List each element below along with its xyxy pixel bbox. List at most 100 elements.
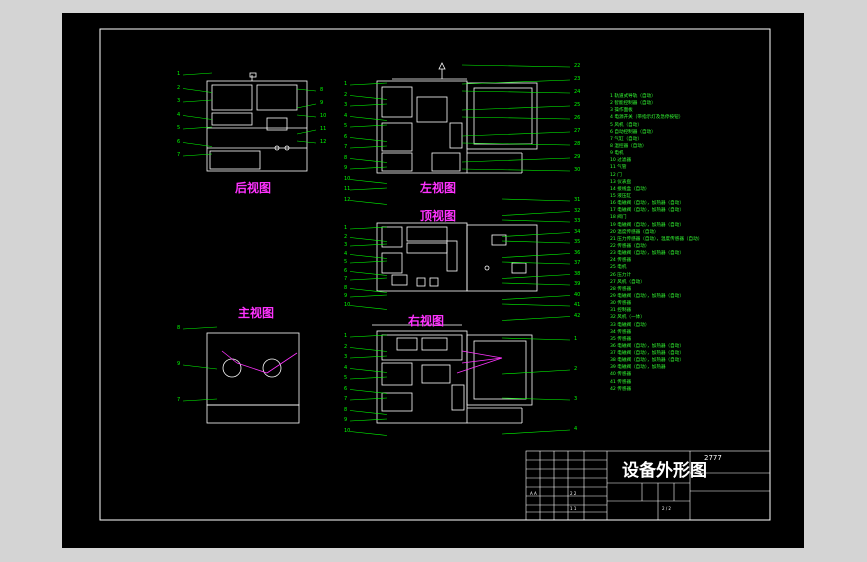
drawing-code: 2777	[704, 454, 722, 462]
legend-item: 26 压力计	[610, 272, 632, 278]
legend-item: 4 电源开关（带指示灯及急停按钮）	[610, 115, 684, 121]
legend-item: 19 电磁阀（自动），加热器（自动）	[610, 222, 684, 228]
leader-line	[349, 376, 388, 380]
callout-number: 7	[344, 396, 348, 402]
callout-number: 10	[320, 113, 327, 119]
callout-number: 1	[344, 81, 348, 87]
leader-line	[501, 295, 571, 300]
leader-line	[296, 103, 317, 109]
view-title-left: 左视图	[420, 181, 457, 195]
title-block-cell-a: A A	[530, 491, 537, 496]
callout-number: 29	[574, 154, 581, 160]
leader-line	[461, 116, 571, 120]
callout-number: 34	[574, 228, 581, 235]
leader-line	[461, 157, 571, 163]
callout-number: 33	[574, 218, 581, 224]
callout-number: 1	[574, 336, 578, 342]
legend-item: 5 风机（自动）	[610, 122, 642, 128]
callout-number: 3	[177, 98, 181, 104]
callout-number: 22	[574, 63, 581, 69]
callout-number: 26	[574, 115, 581, 121]
legend-item: 22 传感器（自动）	[610, 243, 650, 249]
callout-number: 2	[344, 233, 348, 240]
callout-number: 4	[177, 111, 181, 118]
legend-item: 25 电机	[610, 265, 627, 271]
leader-line	[349, 288, 388, 293]
leader-line	[461, 90, 571, 94]
leader-line	[349, 347, 388, 352]
leader-line	[461, 168, 571, 172]
leader-line	[461, 131, 571, 137]
leader-line	[349, 179, 388, 184]
callout-number: 3	[344, 354, 348, 360]
leader-line	[501, 274, 571, 279]
leader-line	[182, 126, 213, 130]
leader-line	[461, 64, 571, 68]
leader-line	[182, 398, 218, 402]
legend-item: 13 仪表盘	[610, 179, 632, 185]
callout-number: 27	[574, 128, 581, 134]
leader-line	[349, 158, 388, 163]
leader-line	[501, 369, 571, 375]
callout-number: 9	[344, 165, 348, 171]
callout-number: 10	[344, 301, 351, 308]
legend-item: 38 电磁阀（自动），加热器（自动）	[610, 358, 684, 364]
title-block-cell-b: 2 2	[570, 491, 577, 496]
leader-line	[296, 114, 317, 118]
leader-line	[501, 303, 571, 307]
drawing-title: 设备外形图	[622, 461, 707, 481]
callout-number: 23	[574, 76, 581, 82]
right-view-pointers	[456, 350, 503, 374]
title-block-cell-c: 1 1	[570, 506, 577, 511]
callout-number: 40	[574, 291, 581, 298]
leader-line	[349, 260, 388, 264]
leader-line	[349, 124, 388, 128]
callout-number: 7	[177, 397, 181, 403]
leader-line	[349, 431, 388, 436]
legend-item: 7 气缸（自动）	[610, 136, 642, 142]
callout-number: 3	[344, 242, 348, 248]
front-view	[206, 332, 300, 424]
legend-item: 31 控制器	[610, 308, 632, 314]
leader-line	[349, 116, 388, 121]
leader-line	[461, 142, 571, 146]
leader-line	[349, 271, 388, 276]
legend-item: 36 电磁阀（自动），加热器（自动）	[610, 343, 684, 349]
leader-line	[349, 254, 388, 259]
callout-number: 12	[344, 196, 351, 203]
legend-item: 9 电机	[610, 151, 624, 157]
leader-line	[296, 129, 317, 135]
leader-line	[349, 237, 388, 242]
callout-number: 2	[574, 366, 578, 372]
legend-item: 8 温控器（自动）	[610, 143, 647, 149]
callout-number: 1	[177, 71, 181, 77]
callout-number: 8	[344, 154, 348, 161]
leader-line	[296, 140, 317, 144]
callout-number: 32	[574, 207, 581, 214]
legend-item: 15 液压缸	[610, 193, 632, 199]
legend-item: 16 电磁阀（自动），加热器（自动）	[610, 201, 684, 207]
callout-number: 11	[344, 186, 351, 192]
leader-line	[461, 79, 571, 85]
callout-number: 37	[574, 260, 581, 266]
legend-item: 20 温度传感器（自动）	[610, 229, 659, 235]
leader-line	[182, 364, 218, 370]
title-block-cell-d: 2 / 2	[662, 506, 671, 511]
leader-line	[182, 88, 213, 93]
callout-number: 10	[344, 175, 351, 182]
callout-number: 8	[344, 406, 348, 413]
callout-number: 25	[574, 102, 581, 108]
callout-number: 3	[574, 396, 578, 402]
callout-number: 7	[177, 152, 181, 158]
legend-item: 14 接线盒（自动）	[610, 186, 650, 192]
callout-number: 5	[344, 259, 348, 265]
legend-item: 28 传感器	[610, 286, 632, 292]
callout-number: 38	[574, 270, 581, 277]
leader-line	[182, 72, 213, 76]
legend-item: 11 气管	[610, 165, 627, 171]
legend-item: 24 传感器	[610, 258, 632, 264]
legend-item: 6 自动控制器（自动）	[610, 129, 656, 135]
leader-line	[349, 137, 388, 142]
callout-number: 31	[574, 197, 581, 203]
